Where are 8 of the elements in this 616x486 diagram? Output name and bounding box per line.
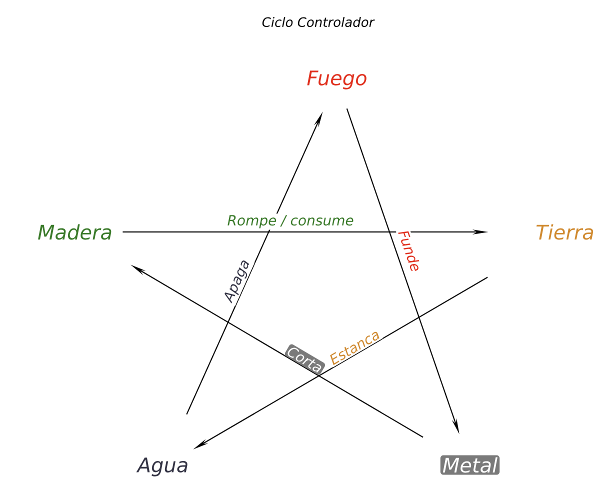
edge-label: Rompe / consume — [228, 215, 354, 228]
element-label: Fuego — [307, 70, 366, 90]
element-label: Tierra — [536, 224, 594, 240]
element-label: Metal — [440, 455, 500, 475]
element-label: Agua — [136, 458, 188, 476]
title: Ciclo Controlador — [262, 16, 375, 28]
edge-label: Funde — [398, 231, 420, 271]
element-label: Madera — [38, 224, 112, 240]
